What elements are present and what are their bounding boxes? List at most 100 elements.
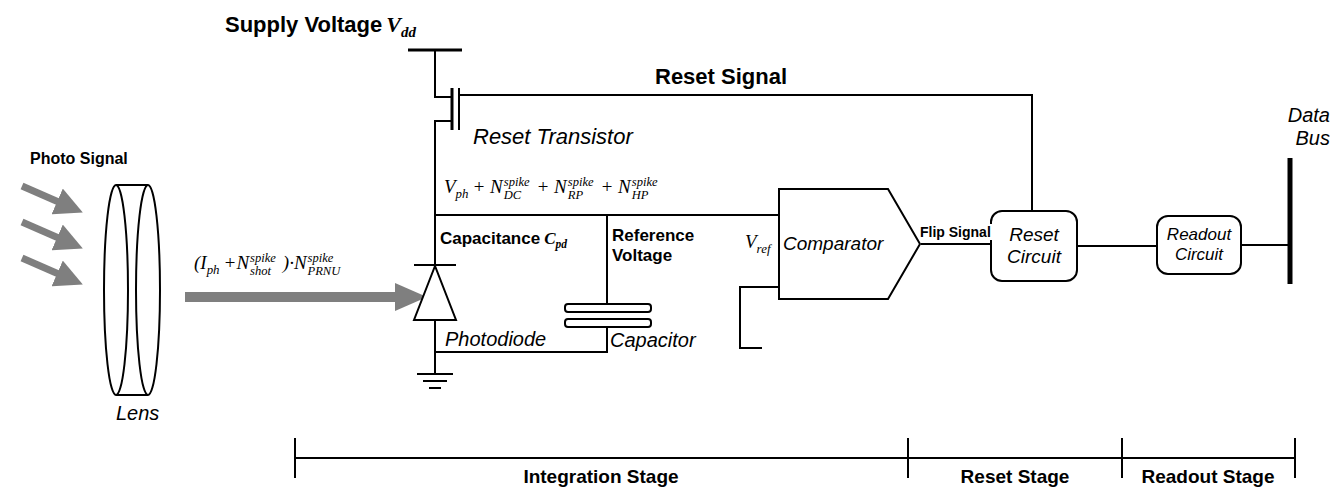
label-group: Integration Stage — [523, 466, 678, 488]
label-group: Photodiode — [445, 328, 546, 351]
signal-label: Flip Signal — [919, 224, 992, 240]
lens — [104, 185, 160, 395]
label-text: Supply Voltage — [225, 12, 382, 37]
drawing-part — [294, 438, 296, 478]
drawing-part — [136, 185, 160, 395]
math-symbol: C — [544, 229, 555, 248]
math-symbol: (I — [194, 252, 207, 273]
label-group: (Iph+Nspikeshot)·NspikePRNU — [190, 252, 343, 277]
signal-wire — [1078, 245, 1156, 247]
drawing-part — [1294, 438, 1296, 478]
script-text: shot — [250, 265, 276, 278]
script-stack: spikeDC — [504, 176, 530, 201]
label-text: Integration Stage — [523, 466, 678, 487]
label-group: Reference Voltage — [612, 226, 712, 265]
label-text: Capacitance — [440, 229, 540, 248]
capacitor-symbol — [565, 304, 651, 327]
label-group: Capacitor — [610, 329, 696, 352]
reset-circuit-box: Reset Circuit — [990, 210, 1078, 282]
subscript: ref — [757, 241, 771, 256]
label-text: Readout Stage — [1141, 466, 1274, 487]
script-text: HP — [632, 189, 658, 202]
script-text: spike — [568, 176, 594, 189]
drawing-part — [423, 380, 447, 382]
label-group: Readout Stage — [1141, 466, 1274, 488]
drawing-part — [451, 88, 454, 130]
math-symbol: V — [745, 231, 757, 252]
drawing-part — [22, 186, 70, 207]
script-stack: spikePRNU — [308, 252, 341, 277]
drawing-part — [295, 457, 1295, 459]
drawing-part — [565, 304, 651, 312]
label-text: Photo Signal — [30, 150, 128, 167]
drawing-part — [429, 387, 441, 389]
signal-wire — [921, 243, 990, 245]
math-symbol: V — [444, 176, 456, 197]
subscript: ph — [207, 262, 220, 277]
label-group: Reset Signal — [655, 64, 787, 89]
drawing-part — [22, 258, 70, 279]
drawing-part — [740, 287, 780, 348]
drawing-part — [1238, 244, 1290, 246]
drawing-part — [414, 266, 456, 320]
drawing-part — [606, 215, 608, 310]
node-text: Reset Circuit — [998, 224, 1070, 268]
drawing-part — [417, 373, 453, 375]
wires — [408, 50, 1290, 388]
drawing-part — [1121, 438, 1123, 478]
label-text: Data Bus — [1288, 104, 1330, 149]
script-text: PRNU — [308, 265, 341, 278]
label-text: Reset Signal — [655, 64, 787, 89]
script-stack: spikeHP — [632, 176, 658, 201]
drawing-part — [435, 50, 452, 97]
math-symbol: V — [386, 12, 401, 37]
script-text: RP — [568, 189, 594, 202]
label-text: Capacitor — [610, 329, 696, 351]
drawing-part — [104, 185, 128, 395]
math-symbol: +N — [224, 252, 250, 273]
label-text: Photodiode — [445, 328, 546, 350]
math-symbol: + N — [473, 176, 503, 197]
script-stack: spikeRP — [568, 176, 594, 201]
label-group: Vph+ NspikeDC+ NspikeRP+ NspikeHP — [440, 176, 661, 201]
script-text: DC — [504, 189, 530, 202]
script-stack: spikeshot — [250, 252, 276, 277]
label-text: Reset Stage — [961, 466, 1070, 487]
label-group: Supply VoltageVdd — [225, 12, 416, 41]
label-group: Lens — [116, 402, 159, 425]
label-group: CapacitanceCpd — [440, 229, 567, 251]
script-text: spike — [504, 176, 530, 189]
drawing-part — [22, 222, 70, 243]
drawing-part — [434, 352, 436, 374]
drawing-part — [1288, 158, 1293, 284]
label-group: Reset Stage — [961, 466, 1070, 488]
script-text: spike — [250, 252, 276, 265]
label-text: Reset Transistor — [473, 124, 633, 149]
drawing-part — [185, 292, 397, 302]
photo-arrows — [22, 186, 70, 279]
drawing-part — [565, 319, 651, 327]
label-group: Vref — [741, 231, 770, 256]
subscript: ph — [456, 186, 469, 201]
script-text: spike — [632, 176, 658, 189]
label-group: Reset Transistor — [473, 124, 633, 149]
subscript: pd — [556, 238, 568, 251]
comparator-shape — [779, 189, 920, 299]
math-symbol: )·N — [283, 252, 307, 273]
node-text: Comparator — [783, 233, 883, 255]
node-text: Readout Circuit — [1164, 225, 1234, 264]
comparator: Comparator — [778, 188, 921, 300]
drawing-part — [459, 95, 1032, 210]
label-group: Photo Signal — [30, 150, 128, 168]
drawing-part — [435, 121, 607, 352]
photodiode-symbol — [414, 265, 456, 320]
script-text: spike — [308, 252, 341, 265]
drawing-part — [907, 438, 909, 478]
math-symbol: + N — [537, 176, 567, 197]
label-group: Data Bus — [1272, 104, 1330, 150]
readout-circuit-box: Readout Circuit — [1156, 215, 1242, 275]
photocurrent-arrow — [185, 283, 427, 311]
math-symbol: + N — [601, 176, 631, 197]
subscript: dd — [401, 24, 416, 40]
label-text: Lens — [116, 402, 159, 424]
